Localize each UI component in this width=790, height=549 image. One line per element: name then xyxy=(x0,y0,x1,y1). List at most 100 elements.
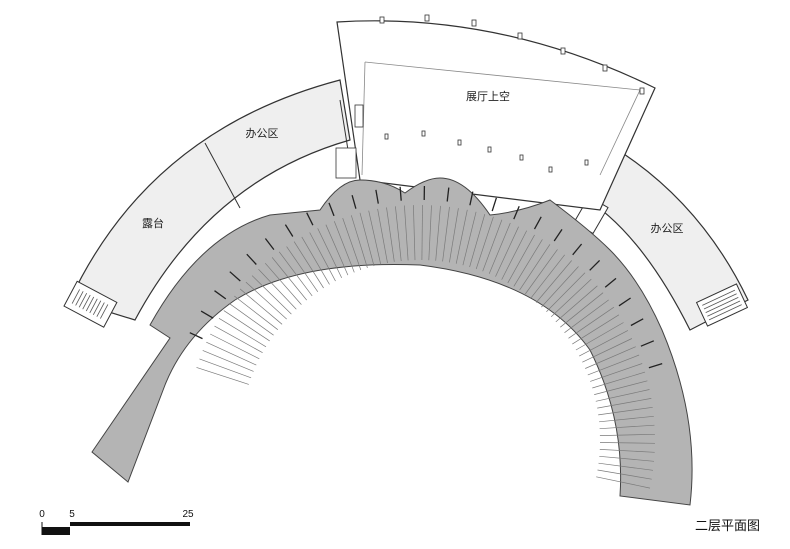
ramp-hatch-line xyxy=(469,214,486,268)
ramp-hatch-line xyxy=(475,216,494,270)
railing-tick xyxy=(589,259,601,271)
ramp-hatch-line xyxy=(202,350,254,372)
exhibition-hall xyxy=(335,14,656,211)
left-wing xyxy=(69,79,351,321)
scale-bar: 0 5 25 xyxy=(39,509,194,535)
ramp-hatch-line xyxy=(421,204,423,261)
railing-tick xyxy=(513,205,520,220)
railing-tick xyxy=(533,216,542,230)
ramp-hatch-line xyxy=(599,433,655,436)
scale-tick-0: 0 xyxy=(39,509,45,520)
railing-tick xyxy=(375,189,379,204)
ramp-hatch-line xyxy=(404,205,409,261)
ramp-hatch-line xyxy=(575,322,624,351)
railing-tick xyxy=(200,310,214,319)
ramp-hatch-line xyxy=(395,206,402,262)
ramp-hatch-line xyxy=(442,206,450,262)
ramp-hatch-line xyxy=(595,389,650,402)
ramp-hatch-line xyxy=(271,257,307,301)
ramp-hatch-line xyxy=(598,462,654,471)
ramp-hatch-line xyxy=(239,288,283,325)
ramp-hatch-line xyxy=(317,228,343,279)
railing-tick xyxy=(630,318,644,327)
ramp-hatch-line xyxy=(206,341,257,366)
ramp-hatch-line xyxy=(599,415,654,423)
railing-tick xyxy=(491,197,498,212)
ramp-hatch-line xyxy=(530,254,565,299)
railing-tick xyxy=(189,332,203,340)
ramp-hatch-line xyxy=(258,269,297,310)
railing-tick xyxy=(229,271,241,282)
ramp-hatch-line xyxy=(333,221,355,273)
ramp-hatch-line xyxy=(519,244,551,291)
ramp-hatch-line xyxy=(535,260,572,303)
railing-tick xyxy=(328,202,335,217)
railing-tick xyxy=(264,238,275,250)
ramp-hatch-line xyxy=(597,398,652,409)
ramp-hatch-line xyxy=(218,318,267,348)
ramp-hatch-line xyxy=(325,224,349,276)
ramp-hatch-line xyxy=(264,262,302,305)
ramp-hatch-line xyxy=(597,469,652,480)
ramp-hatch-line xyxy=(513,239,543,287)
ramp-hatch-line xyxy=(582,338,633,363)
railing-tick xyxy=(399,186,402,201)
ramp-hatch-line xyxy=(495,226,519,277)
ramp-hatch-line xyxy=(482,219,503,272)
ramp-hatch-line xyxy=(564,299,609,333)
building-wings xyxy=(63,79,749,331)
ramp-hatch-line xyxy=(599,424,655,430)
ramp-hatch-line xyxy=(223,310,270,342)
ramp-hatch-line xyxy=(228,302,274,336)
ramp-hatch-line xyxy=(455,209,468,264)
ramp-hatch-line xyxy=(596,476,651,489)
ramp-hatch-line xyxy=(462,211,477,266)
ramp-hatch-line xyxy=(587,354,640,376)
ramp-hatch-line xyxy=(413,205,416,261)
ramp-hatch-line xyxy=(301,236,330,285)
ramp-hatch-line xyxy=(501,230,528,280)
ramp-hatch-line xyxy=(278,251,313,297)
ramp-hatch-line xyxy=(377,208,388,264)
label-exhibition-void: 展厅上空 xyxy=(466,89,510,103)
ramp-hatch-line xyxy=(234,295,279,330)
ramp-hatch-line xyxy=(599,442,656,444)
railing-tick xyxy=(284,224,294,237)
ramp-hatch-line xyxy=(386,207,395,262)
ramp-hatch-line xyxy=(428,205,432,261)
railing-tick xyxy=(572,243,583,256)
ramp-hatch-line xyxy=(309,232,336,282)
ramp-hatch-line xyxy=(293,241,324,289)
ramp-hatch-line xyxy=(245,281,287,320)
railing-tick xyxy=(246,253,257,265)
ramp-hatch-line xyxy=(546,272,586,313)
ramp-hatch-line xyxy=(541,266,579,308)
ramp-hatch-line xyxy=(507,234,535,284)
ramp-hatch-line xyxy=(214,325,263,354)
ramp-hatch-line xyxy=(550,278,592,318)
ramp-hatch-line xyxy=(598,406,653,416)
drawing-title: 二层平面图 xyxy=(695,519,760,534)
railing-tick xyxy=(214,290,227,300)
scale-tick-25: 25 xyxy=(182,509,194,520)
ramp-hatch-line xyxy=(359,212,375,267)
ramp-hatch-line xyxy=(572,314,620,345)
ramp-hatch-line xyxy=(435,205,441,261)
ramp-hatch-line xyxy=(286,246,319,292)
ramp-hatch-line xyxy=(560,292,604,328)
ramp-hatch-line xyxy=(488,222,511,274)
railing-tick xyxy=(604,277,617,288)
ramp-hatch-line xyxy=(599,455,655,462)
ramp-hatch-line xyxy=(590,363,643,382)
railing-tick xyxy=(648,362,663,369)
ramp-hatch-line xyxy=(525,249,558,295)
ramp-hatch-line xyxy=(342,217,362,271)
railing-tick xyxy=(553,229,563,242)
ramp-hatch-line xyxy=(579,330,629,357)
ramp xyxy=(91,177,693,506)
ramp-hatch-line xyxy=(210,333,260,360)
ramp-hatch-line xyxy=(199,358,252,379)
ramp-hatch-line xyxy=(568,306,615,339)
